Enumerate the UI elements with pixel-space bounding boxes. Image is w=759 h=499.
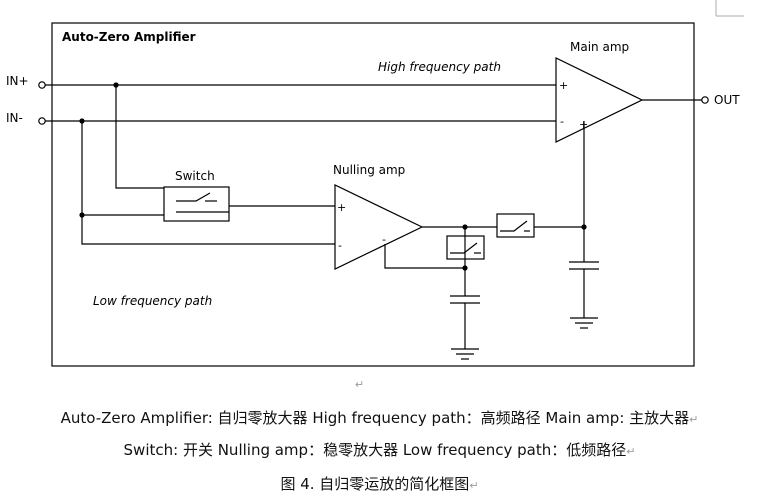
main-amp-label: Main amp [570, 40, 629, 54]
caption-line-2: Switch: 开关 Nulling amp：稳零放大器 Low frequen… [0, 439, 759, 460]
main-amp-triangle [555, 57, 644, 143]
output-switch-box [496, 213, 535, 238]
in-minus-terminal-icon [38, 117, 46, 125]
junction-dot [581, 224, 587, 230]
junction-dot [79, 212, 85, 218]
out-terminal-icon [701, 96, 709, 104]
junction-dot [79, 118, 85, 124]
nulling-amp-plus-sign: + [337, 201, 346, 214]
return-mark: ↵ [354, 378, 365, 391]
main-amp-plus-sign: + [559, 79, 568, 92]
switch-label: Switch [175, 169, 215, 183]
output-switch-symbol [500, 220, 528, 232]
junction-dot [113, 82, 119, 88]
junction-dot [462, 224, 468, 230]
switch-box [163, 186, 230, 222]
return-mark: ↵ [689, 413, 699, 426]
in-minus-label: IN- [6, 111, 23, 125]
nulling-switch-symbol [450, 242, 478, 254]
caption-line-2-text: Switch: 开关 Nulling amp：稳零放大器 Low frequen… [123, 441, 627, 459]
out-label: OUT [714, 93, 740, 107]
paragraph-mark: ↵ [0, 378, 759, 391]
nulling-amp-minus-sign: - [338, 239, 342, 252]
in-plus-label: IN+ [6, 74, 29, 88]
nulling-switch-box [446, 235, 485, 260]
high-frequency-path-label: High frequency path [378, 60, 501, 74]
switch-symbol [176, 192, 211, 202]
junction-dot [462, 265, 468, 271]
nulling-amp-triangle [334, 184, 424, 270]
main-amp-aux-plus-sign: + [579, 118, 588, 131]
nulling-aux-input-wire [384, 244, 465, 269]
diagram-title: Auto-Zero Amplifier [62, 30, 196, 44]
caption-line-1-text: Auto-Zero Amplifier: 自归零放大器 High frequen… [60, 409, 690, 427]
return-mark: ↵ [626, 445, 636, 458]
caption-line-1: Auto-Zero Amplifier: 自归零放大器 High frequen… [0, 407, 759, 428]
nulling-amp-label: Nulling amp [333, 163, 405, 177]
figure-caption-text: 图 4. 自归零运放的简化框图 [280, 475, 470, 493]
in-plus-terminal-icon [38, 81, 46, 89]
caption-line-3: 图 4. 自归零运放的简化框图↵ [0, 473, 759, 494]
main-amp-minus-sign: - [560, 115, 564, 128]
return-mark: ↵ [469, 479, 479, 492]
in-minus-branch-wire [81, 121, 335, 245]
switch-input-wire [115, 85, 164, 189]
auto-zero-amplifier-diagram: Auto-Zero Amplifier IN+ IN- OUT Main amp… [6, 0, 744, 367]
amplifier-boundary-box [51, 22, 695, 367]
low-frequency-path-label: Low frequency path [93, 294, 212, 308]
nulling-amp-aux-minus-sign: - [382, 233, 386, 246]
